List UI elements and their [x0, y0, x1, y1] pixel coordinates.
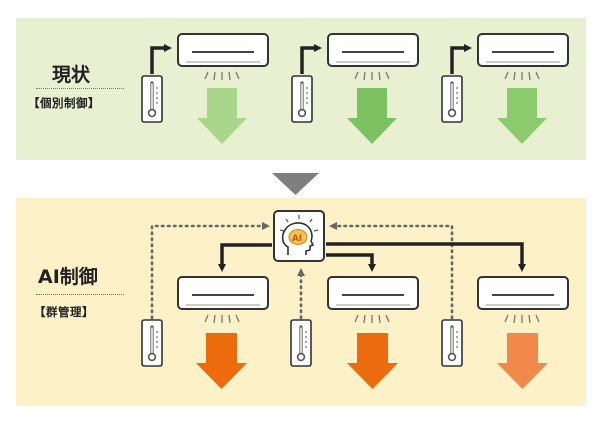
section-separator-arrow: [272, 173, 319, 195]
thermometer-3: [440, 74, 464, 124]
thermometer-ai-3: [440, 318, 464, 368]
ai-subtitle: 【群管理】: [34, 305, 94, 319]
control-arrow-3: [450, 44, 472, 74]
airflow-arrow-ai-3: [497, 333, 548, 389]
ac-unit-1: [177, 33, 269, 81]
thermometer-2: [290, 74, 314, 124]
current-divider: [36, 88, 124, 89]
ai-head-brain-icon: [279, 215, 319, 255]
ac-unit-ai-2: [327, 276, 419, 324]
ac-unit-ai-3: [477, 276, 569, 324]
ac-unit-2: [327, 33, 419, 81]
ac-unit-3: [477, 33, 569, 81]
control-arrow-2: [300, 44, 322, 74]
airflow-arrow-ai-1: [196, 333, 247, 389]
ai-control-line-2: [326, 253, 376, 272]
sensor-line-1: [150, 222, 270, 320]
control-arrow-1: [150, 44, 172, 74]
sensor-line-3: [329, 222, 454, 320]
airflow-arrow-current-2: [347, 88, 397, 144]
airflow-arrow-ai-2: [347, 333, 398, 389]
airflow-arrow-current-3: [497, 88, 547, 144]
ai-title: AI制御: [38, 266, 98, 288]
ac-unit-ai-1: [177, 276, 269, 324]
airflow-arrow-current-1: [197, 88, 247, 144]
current-title: 現状: [52, 64, 91, 86]
thermometer-ai-2: [289, 318, 313, 368]
ai-control-line-1: [218, 243, 272, 272]
thermometer-ai-1: [140, 318, 164, 368]
thermometer-1: [140, 74, 164, 124]
current-subtitle: 【個別制御】: [28, 96, 100, 110]
ai-divider: [36, 294, 124, 295]
ai-control-line-3: [326, 242, 526, 272]
ai-hub-label: AI: [292, 234, 302, 244]
